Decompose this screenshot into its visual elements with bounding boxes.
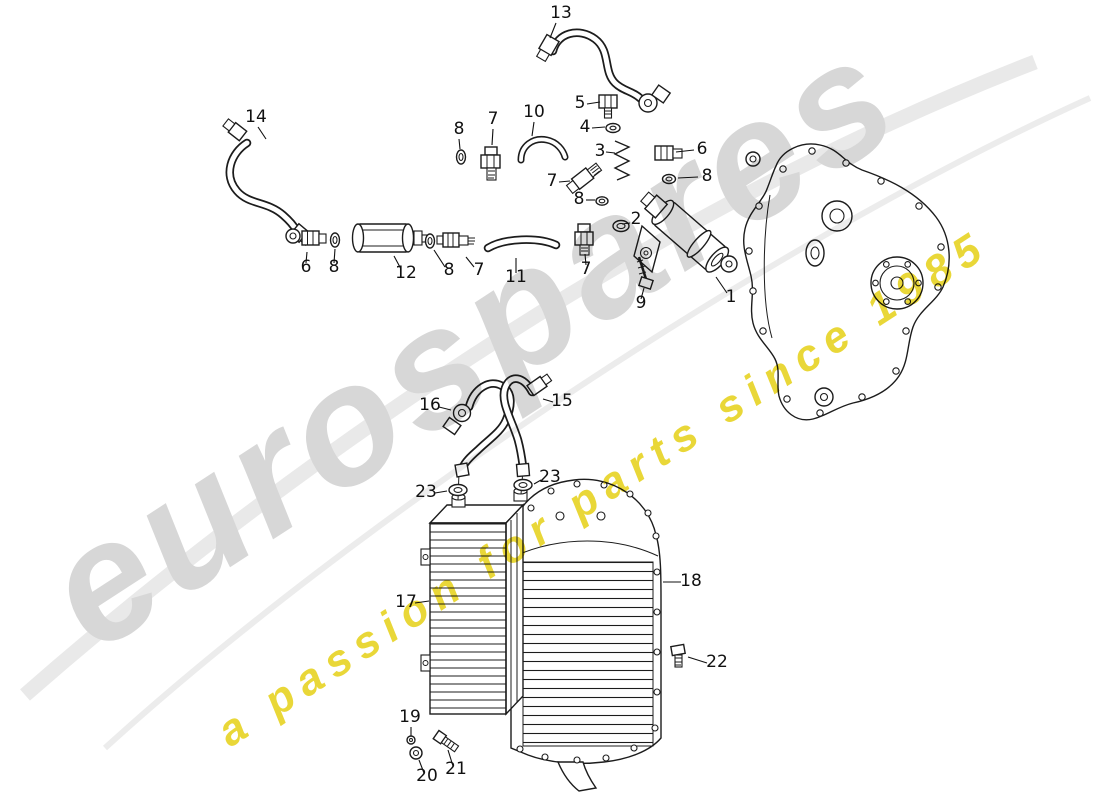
callout-leader-2-12 [621,222,631,225]
oil-hose-13 [535,28,672,113]
spring-3 [613,140,631,181]
callout-leader-8-16 [433,249,446,268]
union-fitting-6-left [285,228,327,246]
part-callout-8-2[interactable]: 8 [454,119,465,139]
union-fitting-6-right [654,145,683,161]
callout-leader-4-6 [591,126,606,129]
part-callout-7-3[interactable]: 7 [488,109,499,129]
part-callout-23-25[interactable]: 23 [539,467,561,487]
oil-hose-11 [483,235,561,253]
part-callout-20-30[interactable]: 20 [416,766,438,786]
oil-pressure-valve-body [633,191,738,274]
seal-ring-8-top [455,149,467,165]
watermark-swoosh [20,55,1038,701]
part-callout-4-6[interactable]: 4 [580,117,591,137]
seal-ring-8-mid [595,196,609,206]
bolt-9 [636,256,654,291]
callout-leader-20-30 [418,759,425,774]
part-callout-7-17[interactable]: 7 [474,260,485,280]
callout-leader-8-9 [677,176,699,179]
part-callout-21-31[interactable]: 21 [445,759,467,779]
part-callout-8-11[interactable]: 8 [574,189,585,209]
union-fitting-7-vertical [574,223,594,256]
part-callout-14-1[interactable]: 14 [245,107,267,127]
callout-leader-7-19 [584,253,587,266]
damper-cylinder-12 [351,223,428,253]
part-callout-7-10[interactable]: 7 [547,171,558,191]
part-callout-6-8[interactable]: 6 [697,139,708,159]
timing-chain-cover [742,143,950,421]
callout-leader-21-31 [447,749,454,767]
callout-leader-23-24 [434,490,448,494]
callout-leader-6-8 [675,149,695,153]
part-callout-1-21[interactable]: 1 [726,287,737,307]
callout-leader-5-5 [586,101,601,105]
callout-leader-13-0 [549,22,557,39]
oil-cooler [420,487,528,716]
part-callout-22-28[interactable]: 22 [706,652,728,672]
part-callout-16-22[interactable]: 16 [419,395,441,415]
stud-19 [406,735,416,745]
union-fitting-7-mid [565,162,603,195]
part-callout-9-20[interactable]: 9 [636,293,647,313]
part-callout-11-18[interactable]: 11 [505,267,527,287]
callout-leader-12-15 [393,255,402,270]
union-fitting-7-top [480,146,501,181]
callout-leader-6-13 [305,251,308,264]
part-callout-8-14[interactable]: 8 [329,257,340,277]
part-callout-8-16[interactable]: 8 [444,260,455,280]
callout-leader-23-25 [533,479,542,485]
callout-leader-16-22 [438,406,452,411]
part-callout-5-5[interactable]: 5 [575,93,586,113]
watermark-swoosh-thin [102,95,1092,751]
part-callout-19-29[interactable]: 19 [399,707,421,727]
part-callout-7-19[interactable]: 7 [581,259,592,279]
callout-leader-7-10 [558,180,571,183]
callout-leader-15-23 [542,398,554,403]
screw-22 [670,643,686,668]
part-callout-8-9[interactable]: 8 [702,166,713,186]
oil-hose-15 [499,373,553,478]
part-callout-3-7[interactable]: 3 [595,141,606,161]
callout-leader-7-17 [465,256,475,268]
bolt-21 [432,729,460,753]
seal-ring-8-row-right [424,233,436,249]
part-callout-17-26[interactable]: 17 [395,592,417,612]
part-callout-6-13[interactable]: 6 [301,257,312,277]
bent-pipe-10 [517,135,569,164]
callout-leader-3-7 [605,151,616,154]
relief-valve-stack [598,94,631,233]
callout-leader-22-28 [687,656,708,664]
part-callout-10-4[interactable]: 10 [523,102,545,122]
part-callout-18-27[interactable]: 18 [680,571,702,591]
callout-leader-9-20 [640,287,645,300]
union-fitting-7-row [436,232,475,248]
callout-leader-17-26 [414,600,430,604]
oil-hose-14 [222,118,313,246]
seal-ring-8-row-left [329,232,341,248]
callout-leader-1-21 [715,276,728,294]
callout-leader-8-2 [458,138,461,150]
callout-leader-7-3 [491,128,494,146]
callout-leader-10-4 [531,121,535,137]
banjo-bolt-5 [598,94,618,119]
engine-cover-plate [510,478,662,792]
part-callout-12-15[interactable]: 12 [395,263,417,283]
washer-20 [409,746,423,760]
part-callout-13-0[interactable]: 13 [550,3,572,23]
callout-leader-14-1 [257,126,267,140]
part-callout-2-12[interactable]: 2 [631,209,642,229]
seal-ring-8-right [661,173,677,185]
callout-leader-8-14 [333,248,336,264]
